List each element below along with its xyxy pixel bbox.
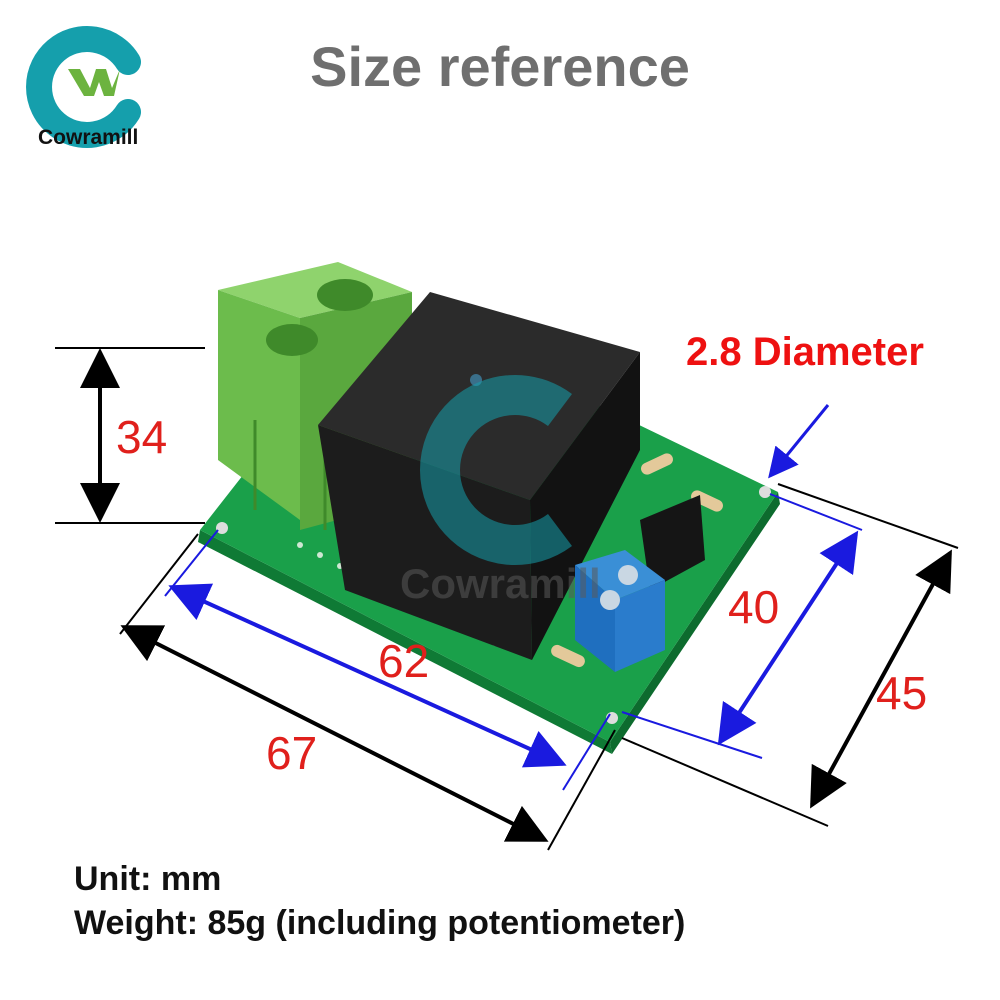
watermark-logo-icon [420,375,572,565]
dimension-label-inner-width: 40 [728,581,780,633]
hole-diameter-label: 2.8 Diameter [686,330,924,374]
dimension-45 [621,483,959,827]
hole-pointer-arrow [768,404,830,479]
blue-terminal-block [575,550,665,672]
weight-note: Weight: 85g (including potentiometer) [74,904,686,942]
dimension-label-outer-length: 67 [266,727,318,779]
dimension-label-inner-length: 62 [378,635,430,687]
unit-note: Unit: mm [74,860,222,898]
watermark-text: Cowramill [400,560,601,607]
page-title: Size reference [310,35,690,98]
logo-icon [26,26,141,148]
dimension-34 [55,347,205,524]
dimension-label-outer-width: 45 [876,667,928,719]
dimension-label-height: 34 [116,411,168,463]
dimension-62 [164,529,611,791]
ic-chip [640,495,705,590]
brand-name: Cowramill [38,126,139,149]
